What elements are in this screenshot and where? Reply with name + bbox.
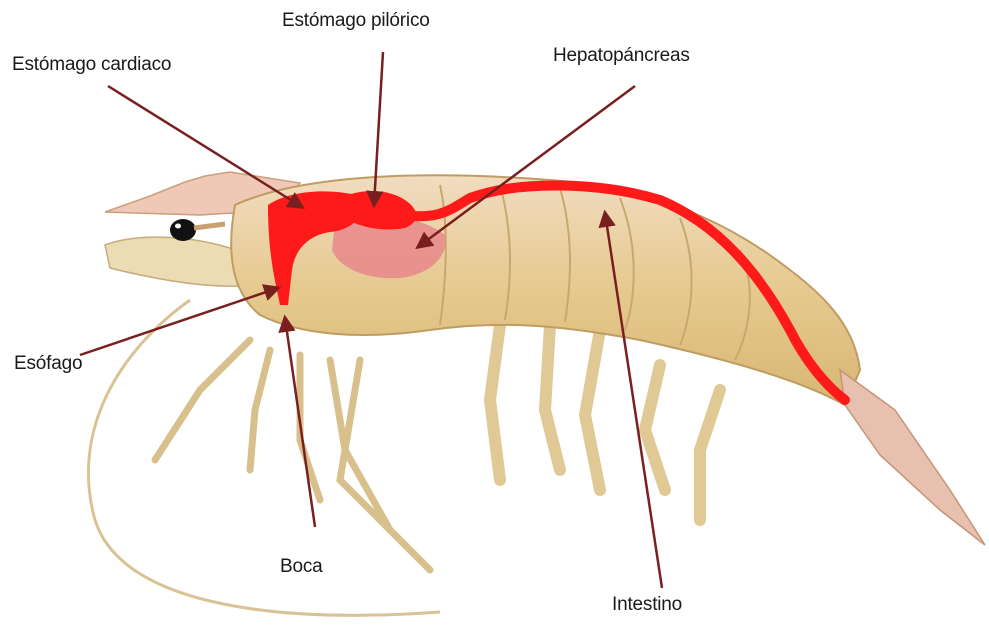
label-cardiac-stomach: Estómago cardiaco xyxy=(12,54,171,76)
eye-icon xyxy=(170,219,225,241)
label-pyloric-stomach: Estómago pilórico xyxy=(282,10,430,32)
label-hepatopancreas: Hepatopáncreas xyxy=(553,45,690,67)
swimmerets xyxy=(490,325,720,520)
label-mouth: Boca xyxy=(280,556,323,578)
antenna xyxy=(88,300,440,615)
label-intestine: Intestino xyxy=(612,594,682,616)
label-esophagus: Esófago xyxy=(14,353,82,375)
tail-fan xyxy=(840,370,985,545)
leader-line-mouth xyxy=(285,318,315,527)
